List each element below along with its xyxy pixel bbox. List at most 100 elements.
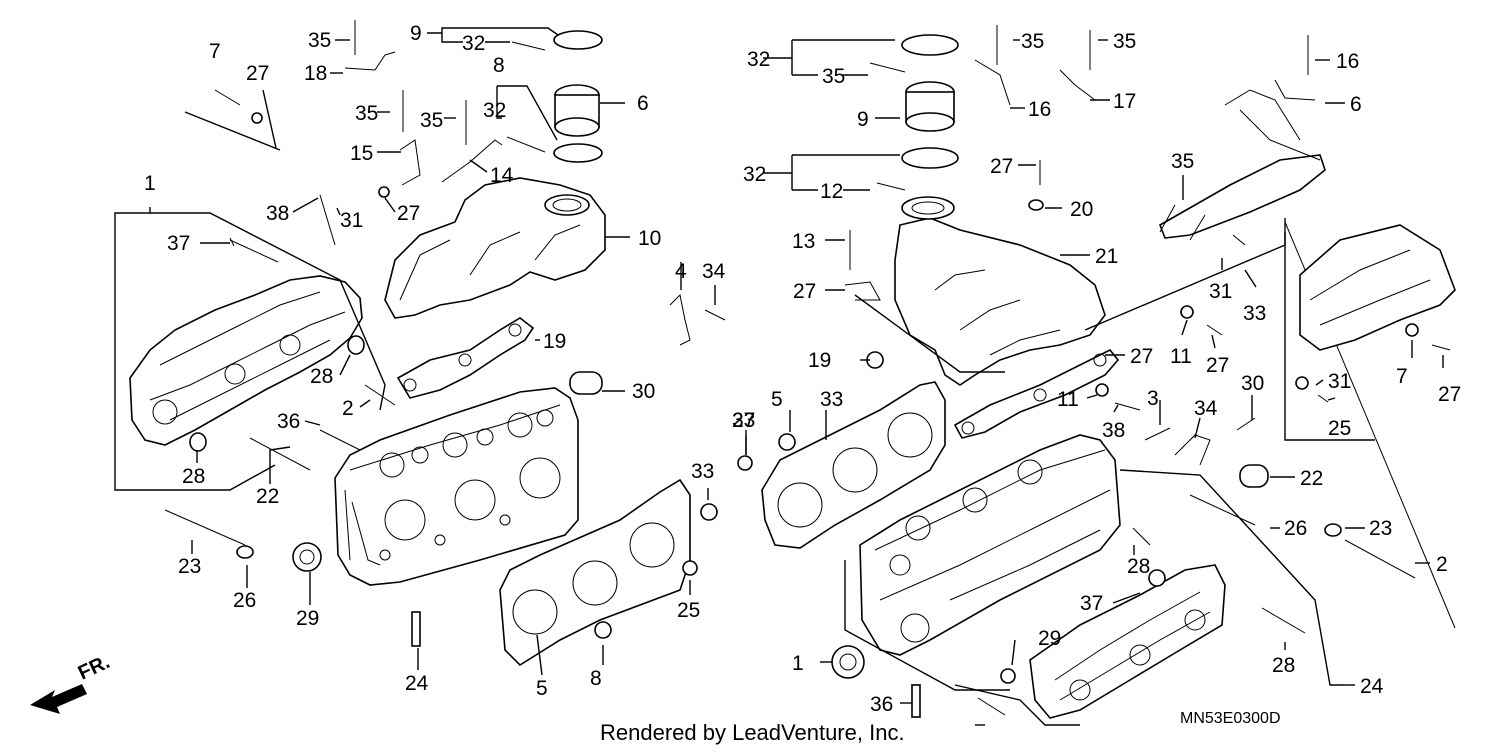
callout: 11	[1170, 345, 1192, 368]
right-cylinder-head-group	[737, 25, 1456, 726]
callout: 29	[1038, 627, 1061, 650]
fuel-rail	[1159, 154, 1326, 239]
front-label: FR.	[75, 651, 113, 685]
callout: 38	[266, 202, 289, 225]
callout: 22	[1300, 467, 1323, 490]
callout: 25	[1328, 417, 1351, 440]
callout: 32	[743, 163, 766, 186]
callout: 6	[637, 92, 649, 115]
callout: 33	[1243, 302, 1266, 325]
callout: 31	[340, 209, 363, 232]
callout: 8	[590, 667, 602, 690]
callout: 24	[1360, 675, 1384, 698]
callout: 10	[638, 227, 661, 250]
callout: 33	[732, 409, 755, 432]
callout: 7	[1396, 365, 1408, 388]
diagram-code: MN53E0300D	[1180, 710, 1281, 727]
callout: 26	[233, 589, 256, 612]
right-oil-seal-30	[1239, 464, 1269, 488]
leader-lines	[184, 27, 1444, 726]
callout: 31	[1209, 280, 1232, 303]
callout: 28	[1127, 555, 1150, 578]
left-bolt-36	[319, 429, 361, 451]
callout: 1	[144, 172, 156, 195]
callout: 32	[747, 48, 770, 71]
callout: 5	[536, 677, 548, 700]
right-oil-seal-29	[831, 645, 865, 679]
callout: 15	[350, 142, 373, 165]
callout: 25	[677, 599, 700, 622]
callout: 8	[493, 54, 505, 77]
left-cam-cover	[129, 275, 363, 446]
left-intake-manifold	[384, 177, 606, 319]
left-oil-seal-30	[569, 371, 603, 395]
callout: 31	[1328, 370, 1351, 393]
callout: 9	[410, 22, 422, 45]
footer-credit: Rendered by LeadVenture, Inc.	[600, 720, 905, 745]
callout: 16	[1336, 50, 1359, 73]
callout: 23	[178, 555, 201, 578]
callout: 35	[1021, 30, 1044, 53]
callout: 35	[308, 29, 331, 52]
callout: 34	[1194, 397, 1218, 420]
right-head-gasket	[761, 381, 946, 549]
callout: 32	[462, 32, 485, 55]
inset-frame	[1284, 232, 1375, 441]
callout: 7	[209, 40, 221, 63]
callout: 2	[342, 397, 354, 420]
callout: 11	[1057, 388, 1079, 411]
left-bolt-23	[164, 509, 246, 546]
callout: 30	[1241, 372, 1264, 395]
callout: 19	[808, 349, 831, 372]
left-oil-seal-29	[292, 542, 322, 572]
callout: 17	[1113, 90, 1136, 113]
callout: 35	[420, 109, 443, 132]
callout: 14	[490, 164, 514, 187]
left-throttle-ring-stack	[553, 30, 603, 163]
callout: 12	[820, 180, 843, 203]
callout: 26	[1284, 517, 1307, 540]
callout: 16	[1028, 98, 1051, 121]
left-cylinder-head	[334, 387, 579, 586]
callout: 27	[1438, 383, 1461, 406]
callout: 19	[543, 330, 566, 353]
callout: 4	[675, 260, 687, 283]
callout: 33	[820, 388, 843, 411]
callout: 1	[792, 652, 804, 675]
callout: 36	[870, 693, 893, 716]
callout: 35	[355, 102, 378, 125]
arrow-left-icon	[30, 684, 87, 714]
callout: 27	[1130, 345, 1153, 368]
callout: 13	[792, 230, 815, 253]
callout: 27	[1206, 354, 1229, 377]
callout: 27	[397, 202, 420, 225]
callout: 35	[1171, 150, 1194, 173]
callout: 36	[277, 410, 300, 433]
callout: 27	[246, 62, 269, 85]
callout: 27	[990, 155, 1013, 178]
left-bolt-37	[229, 237, 279, 263]
callout: 24	[405, 672, 429, 695]
callout: 18	[304, 62, 327, 85]
callout: 28	[182, 465, 205, 488]
front-direction-arrow: FR.	[30, 651, 113, 714]
callout: 28	[310, 365, 333, 388]
left-head-gasket	[499, 478, 691, 667]
callout: 37	[1080, 592, 1103, 615]
callout: 23	[1369, 517, 1392, 540]
callout: 30	[632, 380, 655, 403]
right-intake-manifold	[894, 217, 1106, 386]
callout: 27	[732, 409, 755, 432]
callout: 6	[1350, 93, 1362, 116]
callout: 35	[1113, 30, 1136, 53]
left-washer-26	[236, 545, 254, 559]
callout: 37	[167, 232, 190, 255]
callout: 35	[822, 65, 845, 88]
right-cylinder-head	[859, 434, 1121, 656]
callout: 20	[1070, 198, 1093, 221]
callout: 29	[296, 607, 319, 630]
right-manifold-gasket	[953, 348, 1120, 439]
callout: 2	[1436, 553, 1448, 576]
callout: 27	[793, 280, 816, 303]
